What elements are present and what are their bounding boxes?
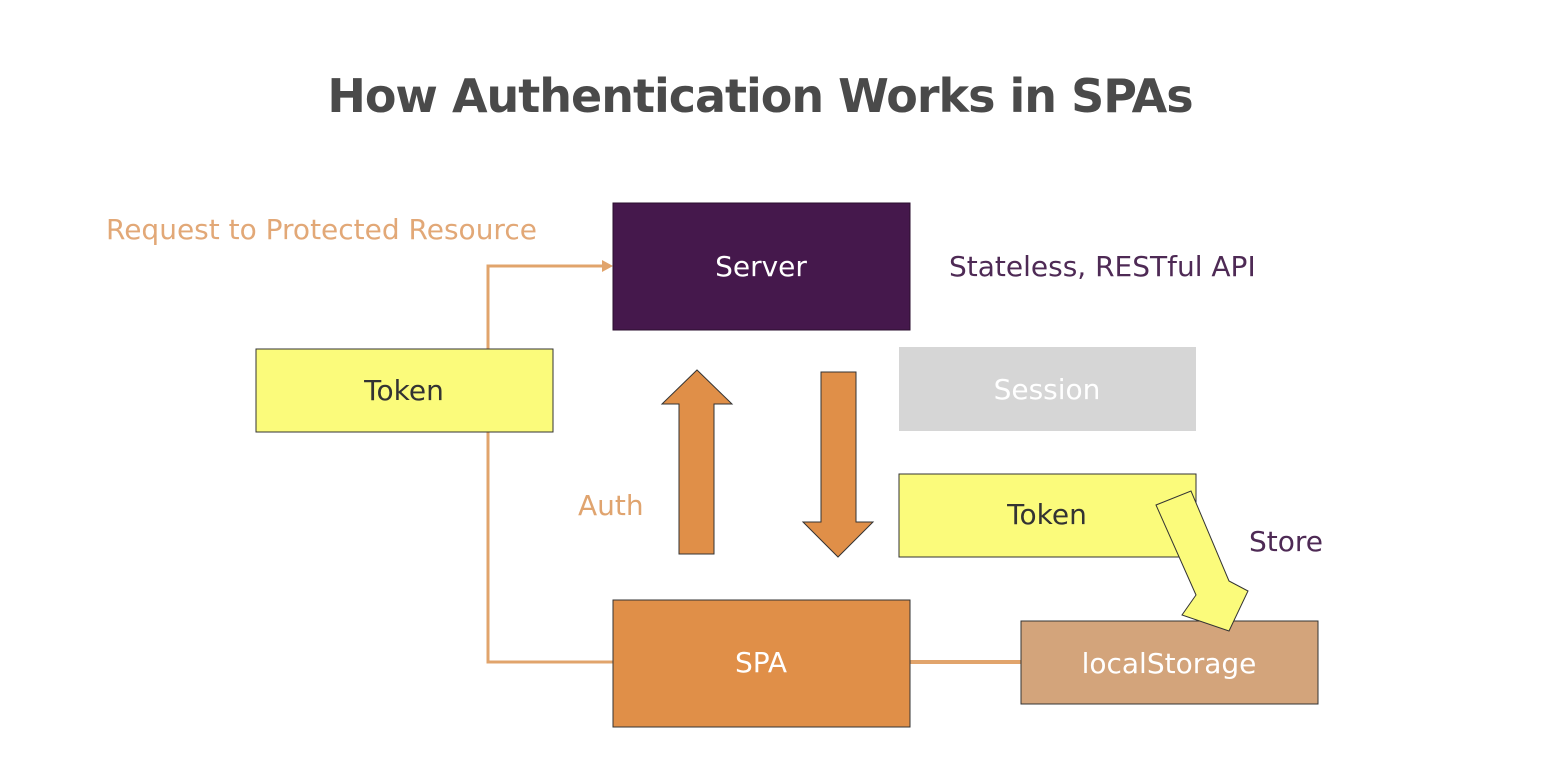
store-label: Store — [1249, 525, 1323, 558]
token-right-label: Token — [1006, 498, 1087, 531]
page-title: How Authentication Works in SPAs — [327, 69, 1192, 123]
auth-label: Auth — [578, 489, 644, 522]
token-right-box — [898, 473, 1197, 558]
token-left-label: Token — [363, 374, 444, 407]
server-node: Server — [612, 202, 911, 331]
local-storage-label: localStorage — [1082, 647, 1257, 680]
local-storage-node: localStorage — [1020, 620, 1319, 705]
token-down-arrow — [801, 371, 875, 558]
server-label: Server — [715, 250, 807, 283]
store-arrow — [1155, 490, 1249, 632]
request-arrowhead — [602, 260, 613, 272]
token-left-box — [255, 348, 554, 433]
spa-node: SPA — [612, 599, 911, 728]
auth-up-arrow — [660, 369, 734, 555]
request-label: Request to Protected Resource — [106, 213, 537, 246]
local-storage-box — [1020, 620, 1319, 705]
spa-box — [612, 599, 911, 728]
connectors — [486, 260, 1021, 664]
session-node: Session — [899, 347, 1196, 431]
stateless-label: Stateless, RESTful API — [949, 250, 1256, 283]
token-right-node: Token — [898, 473, 1197, 558]
session-box — [899, 347, 1196, 431]
server-box — [612, 202, 911, 331]
request-line — [486, 264, 602, 349]
token-left-node: Token — [255, 348, 554, 433]
session-label: Session — [994, 373, 1101, 406]
spa-token-line — [486, 432, 613, 664]
spa-label: SPA — [735, 646, 787, 679]
